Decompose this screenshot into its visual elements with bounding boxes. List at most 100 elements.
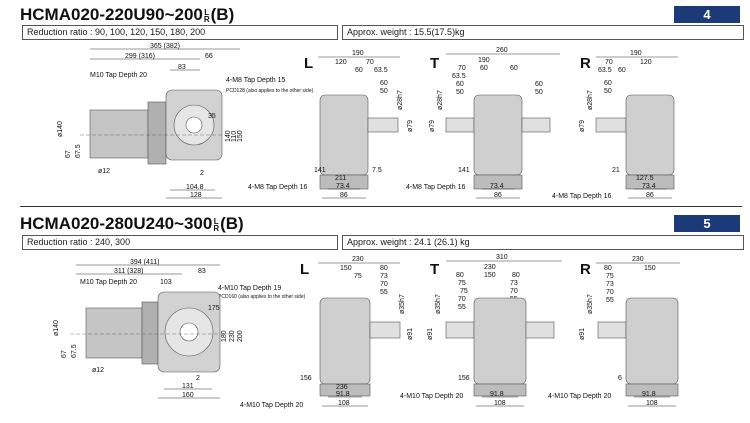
dim-200: 200	[237, 330, 244, 342]
dim-60t2: 60	[510, 65, 518, 72]
dim-91-8-l: 91.8	[336, 391, 350, 398]
dim-110: 110	[231, 131, 238, 142]
dim-299: 299 (316)	[125, 53, 155, 60]
dim-phi35h7-r: ø35h7	[587, 294, 594, 314]
dim-70-t2: 70	[510, 288, 518, 295]
drawing-area-1: 365 (382) 299 (316) 66 83 M10 Tap Depth …	[57, 43, 678, 200]
dim-phi140-2: ø140	[53, 320, 60, 336]
view-l-2: L 230 150 80 75 73 70 55 ø35h7 ø91 156 2…	[240, 256, 414, 409]
dim-91-8-t: 91.8	[490, 391, 504, 398]
dim-150-r: 150	[644, 265, 656, 272]
m10-tap-note-r: 4-M10 Tap Depth 20	[548, 393, 611, 400]
dim-63-5t: 63.5	[452, 73, 466, 80]
dim-150-l: 150	[340, 265, 352, 272]
view-l-1: L 190 120 70 60 63.5 60 50 ø28h7 ø79 7.5…	[248, 50, 414, 199]
dim-phi12: ø12	[98, 168, 110, 175]
main-view-1: 365 (382) 299 (316) 66 83 M10 Tap Depth …	[57, 43, 314, 199]
dim-73-4: 73.4	[336, 183, 350, 190]
dim-120r: 120	[640, 59, 652, 66]
m10-tap-note-2: M10 Tap Depth 20	[80, 279, 137, 286]
drawing-area-2: 394 (411) 311 (328) 83 M10 Tap Depth 20 …	[53, 254, 680, 409]
dim-103: 103	[160, 279, 172, 286]
dim-66: 66	[205, 53, 213, 60]
dim-70-l: 70	[380, 281, 388, 288]
dim-180: 180	[221, 330, 228, 342]
dim-80-t: 80	[456, 272, 464, 279]
dim-phi91-t: ø91	[427, 328, 434, 340]
page-number-badge-2: 5	[674, 215, 740, 232]
dim-127-5r: 127.5	[636, 175, 654, 182]
dim-67-5: 67.5	[75, 144, 82, 158]
dim-141t: 141	[458, 167, 470, 174]
dim-311: 311 (328)	[114, 268, 143, 275]
dim-60: 60	[355, 67, 363, 74]
view-letter-l-2: L	[300, 261, 309, 278]
dim-104-8: 104.8	[186, 184, 204, 191]
dim-60r: 60	[618, 67, 626, 74]
view-r-2: R 230 80 150 75 73 70 55 ø35h7 ø91 6 91.…	[548, 256, 680, 407]
dim-310: 310	[496, 254, 508, 261]
dim-73-r: 73	[606, 281, 614, 288]
dim-63-5r: 63.5	[598, 67, 612, 74]
pcd-note: PCD128 (also applies to the other side)	[226, 88, 314, 94]
dim-phi91-r: ø91	[579, 328, 586, 340]
view-letter-r: R	[580, 55, 591, 72]
dim-75-t2: 75	[460, 288, 468, 295]
m10-tap-note-l: 4-M10 Tap Depth 20	[240, 402, 303, 409]
view-t-1: T 260 190 70 60 60 63.5 60 50 60 50 ø28h…	[406, 47, 560, 199]
dim-phi12-2: ø12	[92, 367, 104, 374]
dim-190t: 190	[478, 57, 490, 64]
dim-2: 2	[200, 170, 204, 177]
dim-50: 50	[380, 88, 388, 95]
dim-86r: 86	[646, 192, 654, 199]
dim-60t4: 60	[535, 81, 543, 88]
dim-86: 86	[340, 192, 348, 199]
dim-150: 150	[237, 130, 244, 142]
dim-365: 365 (382)	[150, 43, 180, 50]
dim-70-r: 70	[606, 289, 614, 296]
dim-160: 160	[182, 392, 194, 399]
dim-73-4r: 73.4	[642, 183, 656, 190]
dim-67-2: 67	[61, 350, 68, 358]
dim-80-l: 80	[380, 265, 388, 272]
dim-120: 120	[335, 59, 347, 66]
m10-tap-note-t: 4-M10 Tap Depth 20	[400, 393, 463, 400]
dim-230: 230	[229, 330, 236, 342]
m8-tap-note-l: 4-M8 Tap Depth 16	[248, 184, 308, 191]
dim-7-5: 7.5	[372, 167, 382, 174]
dim-phi28h7-t: ø28h7	[437, 90, 444, 110]
dim-108-t: 108	[494, 400, 506, 407]
section-divider	[20, 206, 742, 207]
dim-55-t: 55	[458, 304, 466, 311]
reduction-ratio-box: Reduction ratio : 90, 100, 120, 150, 180…	[22, 25, 338, 40]
main-view-2: 394 (411) 311 (328) 83 M10 Tap Depth 20 …	[53, 259, 306, 399]
dim-230-t: 230	[484, 264, 496, 271]
dim-156-l: 156	[300, 375, 312, 382]
dim-60b: 60	[380, 80, 388, 87]
view-letter-r-2: R	[580, 261, 591, 278]
dim-55-r: 55	[606, 297, 614, 304]
dim-175: 175	[208, 305, 220, 312]
dim-70r: 70	[605, 59, 613, 66]
dim-190: 190	[352, 50, 364, 57]
m10-tap-19-note: 4-M10 Tap Depth 19	[218, 285, 281, 292]
dim-phi35h7: ø35h7	[399, 294, 406, 314]
view-letter-t-2: T	[430, 261, 439, 278]
dim-86t: 86	[494, 192, 502, 199]
dim-73-l: 73	[380, 273, 388, 280]
dim-phi79: ø79	[407, 120, 414, 132]
dim-156-t: 156	[458, 375, 470, 382]
m8-tap-note-r: 4-M8 Tap Depth 16	[552, 193, 612, 200]
dim-83b: 83	[198, 268, 206, 275]
dim-67: 67	[65, 150, 72, 158]
dim-230-r: 230	[632, 256, 644, 263]
page-number-badge: 4	[674, 6, 740, 23]
dim-60t3: 60	[456, 81, 464, 88]
dim-190r: 190	[630, 50, 642, 57]
dim-91-8-r: 91.8	[642, 391, 656, 398]
dim-70: 70	[366, 59, 374, 66]
dim-21r: 21	[612, 167, 620, 174]
dim-2b: 2	[196, 375, 200, 382]
